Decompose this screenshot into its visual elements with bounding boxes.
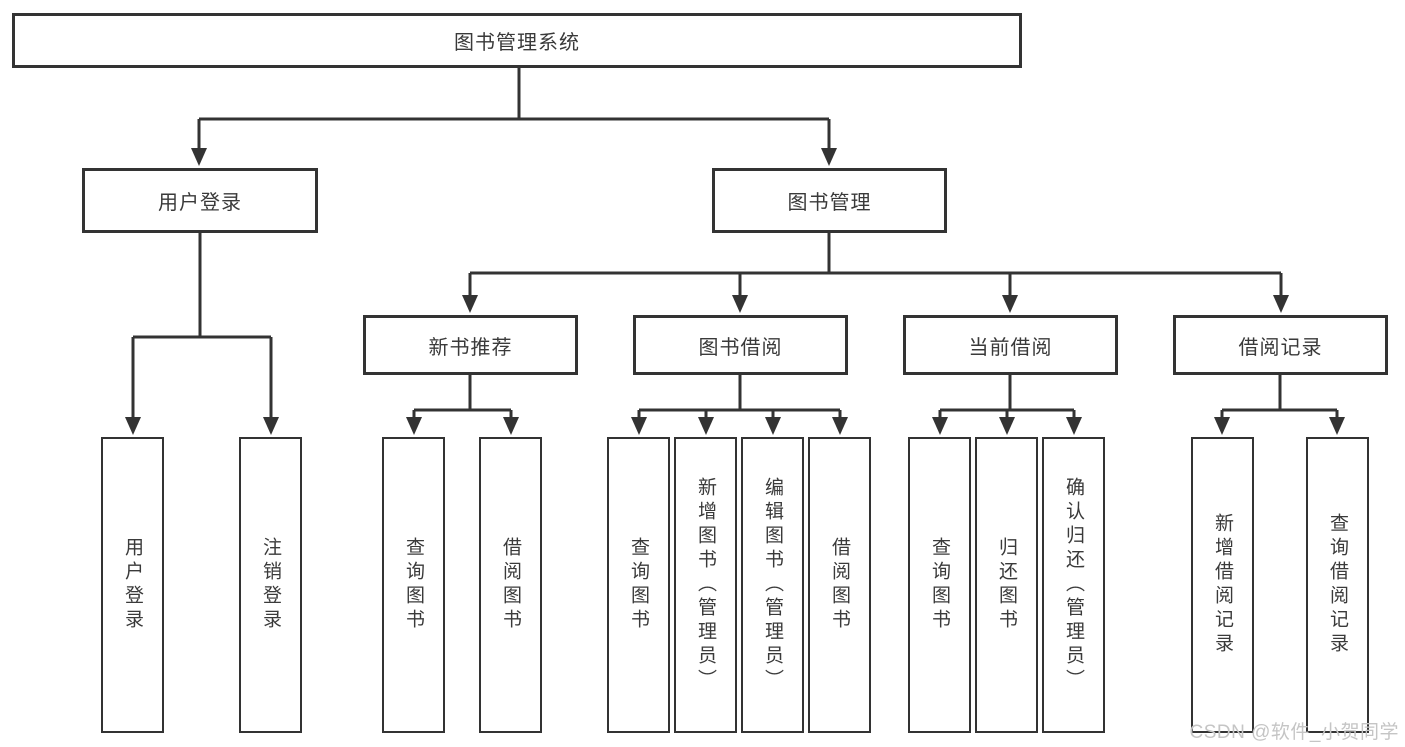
- leaf-add-books-admin-label: 新增图书（管理员）: [695, 477, 716, 693]
- node-book-management-label: 图书管理: [787, 192, 872, 214]
- node-borrow-records-label: 借阅记录: [1238, 336, 1323, 359]
- node-root-label: 图书管理系统: [454, 32, 580, 54]
- node-book-management: 图书管理: [712, 168, 947, 233]
- csdn-watermark: CSDN @软件_小贺同学: [1189, 722, 1399, 743]
- node-book-borrow: 图书借阅: [633, 315, 848, 375]
- node-new-book-recommend-label: 新书推荐: [428, 336, 513, 359]
- leaf-add-books-admin: 新增图书（管理员）: [674, 437, 737, 733]
- leaf-return-books-label: 归还图书: [996, 537, 1017, 633]
- leaf-edit-books-admin: 编辑图书（管理员）: [741, 437, 804, 733]
- node-user-login: 用户登录: [82, 168, 318, 233]
- node-current-borrow: 当前借阅: [903, 315, 1118, 375]
- leaf-confirm-return-admin-label: 确认归还（管理员）: [1063, 477, 1084, 693]
- leaf-query-books-current: 查询图书: [908, 437, 971, 733]
- leaf-user-login-label: 用户登录: [122, 537, 143, 633]
- leaf-user-login: 用户登录: [101, 437, 164, 733]
- node-user-login-label: 用户登录: [158, 192, 242, 214]
- node-current-borrow-label: 当前借阅: [968, 336, 1053, 359]
- leaf-query-books-recommend-label: 查询图书: [403, 537, 424, 633]
- leaf-logout: 注销登录: [239, 437, 302, 733]
- leaf-confirm-return-admin: 确认归还（管理员）: [1042, 437, 1105, 733]
- leaf-query-books-borrow: 查询图书: [607, 437, 670, 733]
- leaf-query-borrow-record: 查询借阅记录: [1306, 437, 1369, 733]
- leaf-query-books-current-label: 查询图书: [929, 537, 950, 633]
- leaf-borrow-books-label: 借阅图书: [829, 537, 850, 633]
- leaf-borrow-books-recommend-label: 借阅图书: [500, 537, 521, 633]
- leaf-query-books-recommend: 查询图书: [382, 437, 445, 733]
- leaf-add-borrow-record-label: 新增借阅记录: [1212, 513, 1233, 657]
- node-book-borrow-label: 图书借阅: [698, 336, 783, 359]
- node-new-book-recommend: 新书推荐: [363, 315, 578, 375]
- leaf-logout-label: 注销登录: [260, 537, 281, 633]
- leaf-return-books: 归还图书: [975, 437, 1038, 733]
- leaf-query-books-borrow-label: 查询图书: [628, 537, 649, 633]
- leaf-borrow-books: 借阅图书: [808, 437, 871, 733]
- leaf-edit-books-admin-label: 编辑图书（管理员）: [762, 477, 783, 693]
- leaf-query-borrow-record-label: 查询借阅记录: [1327, 513, 1348, 657]
- leaf-borrow-books-recommend: 借阅图书: [479, 437, 542, 733]
- leaf-add-borrow-record: 新增借阅记录: [1191, 437, 1254, 733]
- arrowheads: [125, 148, 1345, 435]
- node-root-system: 图书管理系统: [12, 13, 1022, 68]
- node-borrow-records: 借阅记录: [1173, 315, 1388, 375]
